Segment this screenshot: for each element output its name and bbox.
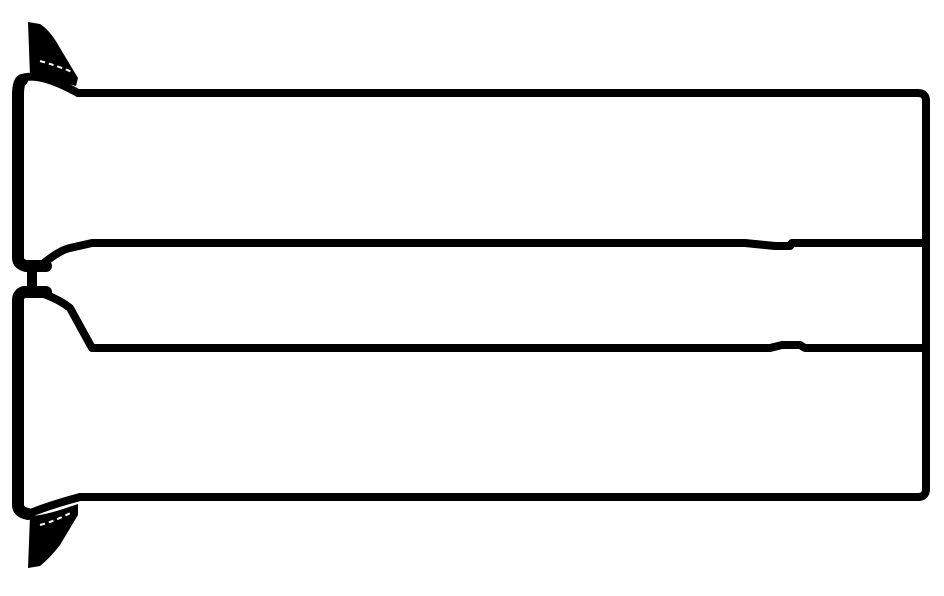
gasket-upper-curve (18, 72, 82, 97)
gasket-lower-inner-rail (40, 290, 930, 352)
top-mounting-tab (28, 22, 78, 86)
gasket-left-upper-side (12, 74, 52, 272)
gasket-outer-top-edge (74, 89, 930, 501)
bottom-mounting-tab (28, 504, 78, 568)
gasket-left-lower-side (12, 286, 52, 520)
top-tab-dashed-line (39, 60, 73, 73)
gasket-lower-curve (24, 493, 84, 518)
bottom-tab-dashed-line (39, 511, 73, 526)
gasket-upper-inner-rail (40, 239, 930, 267)
